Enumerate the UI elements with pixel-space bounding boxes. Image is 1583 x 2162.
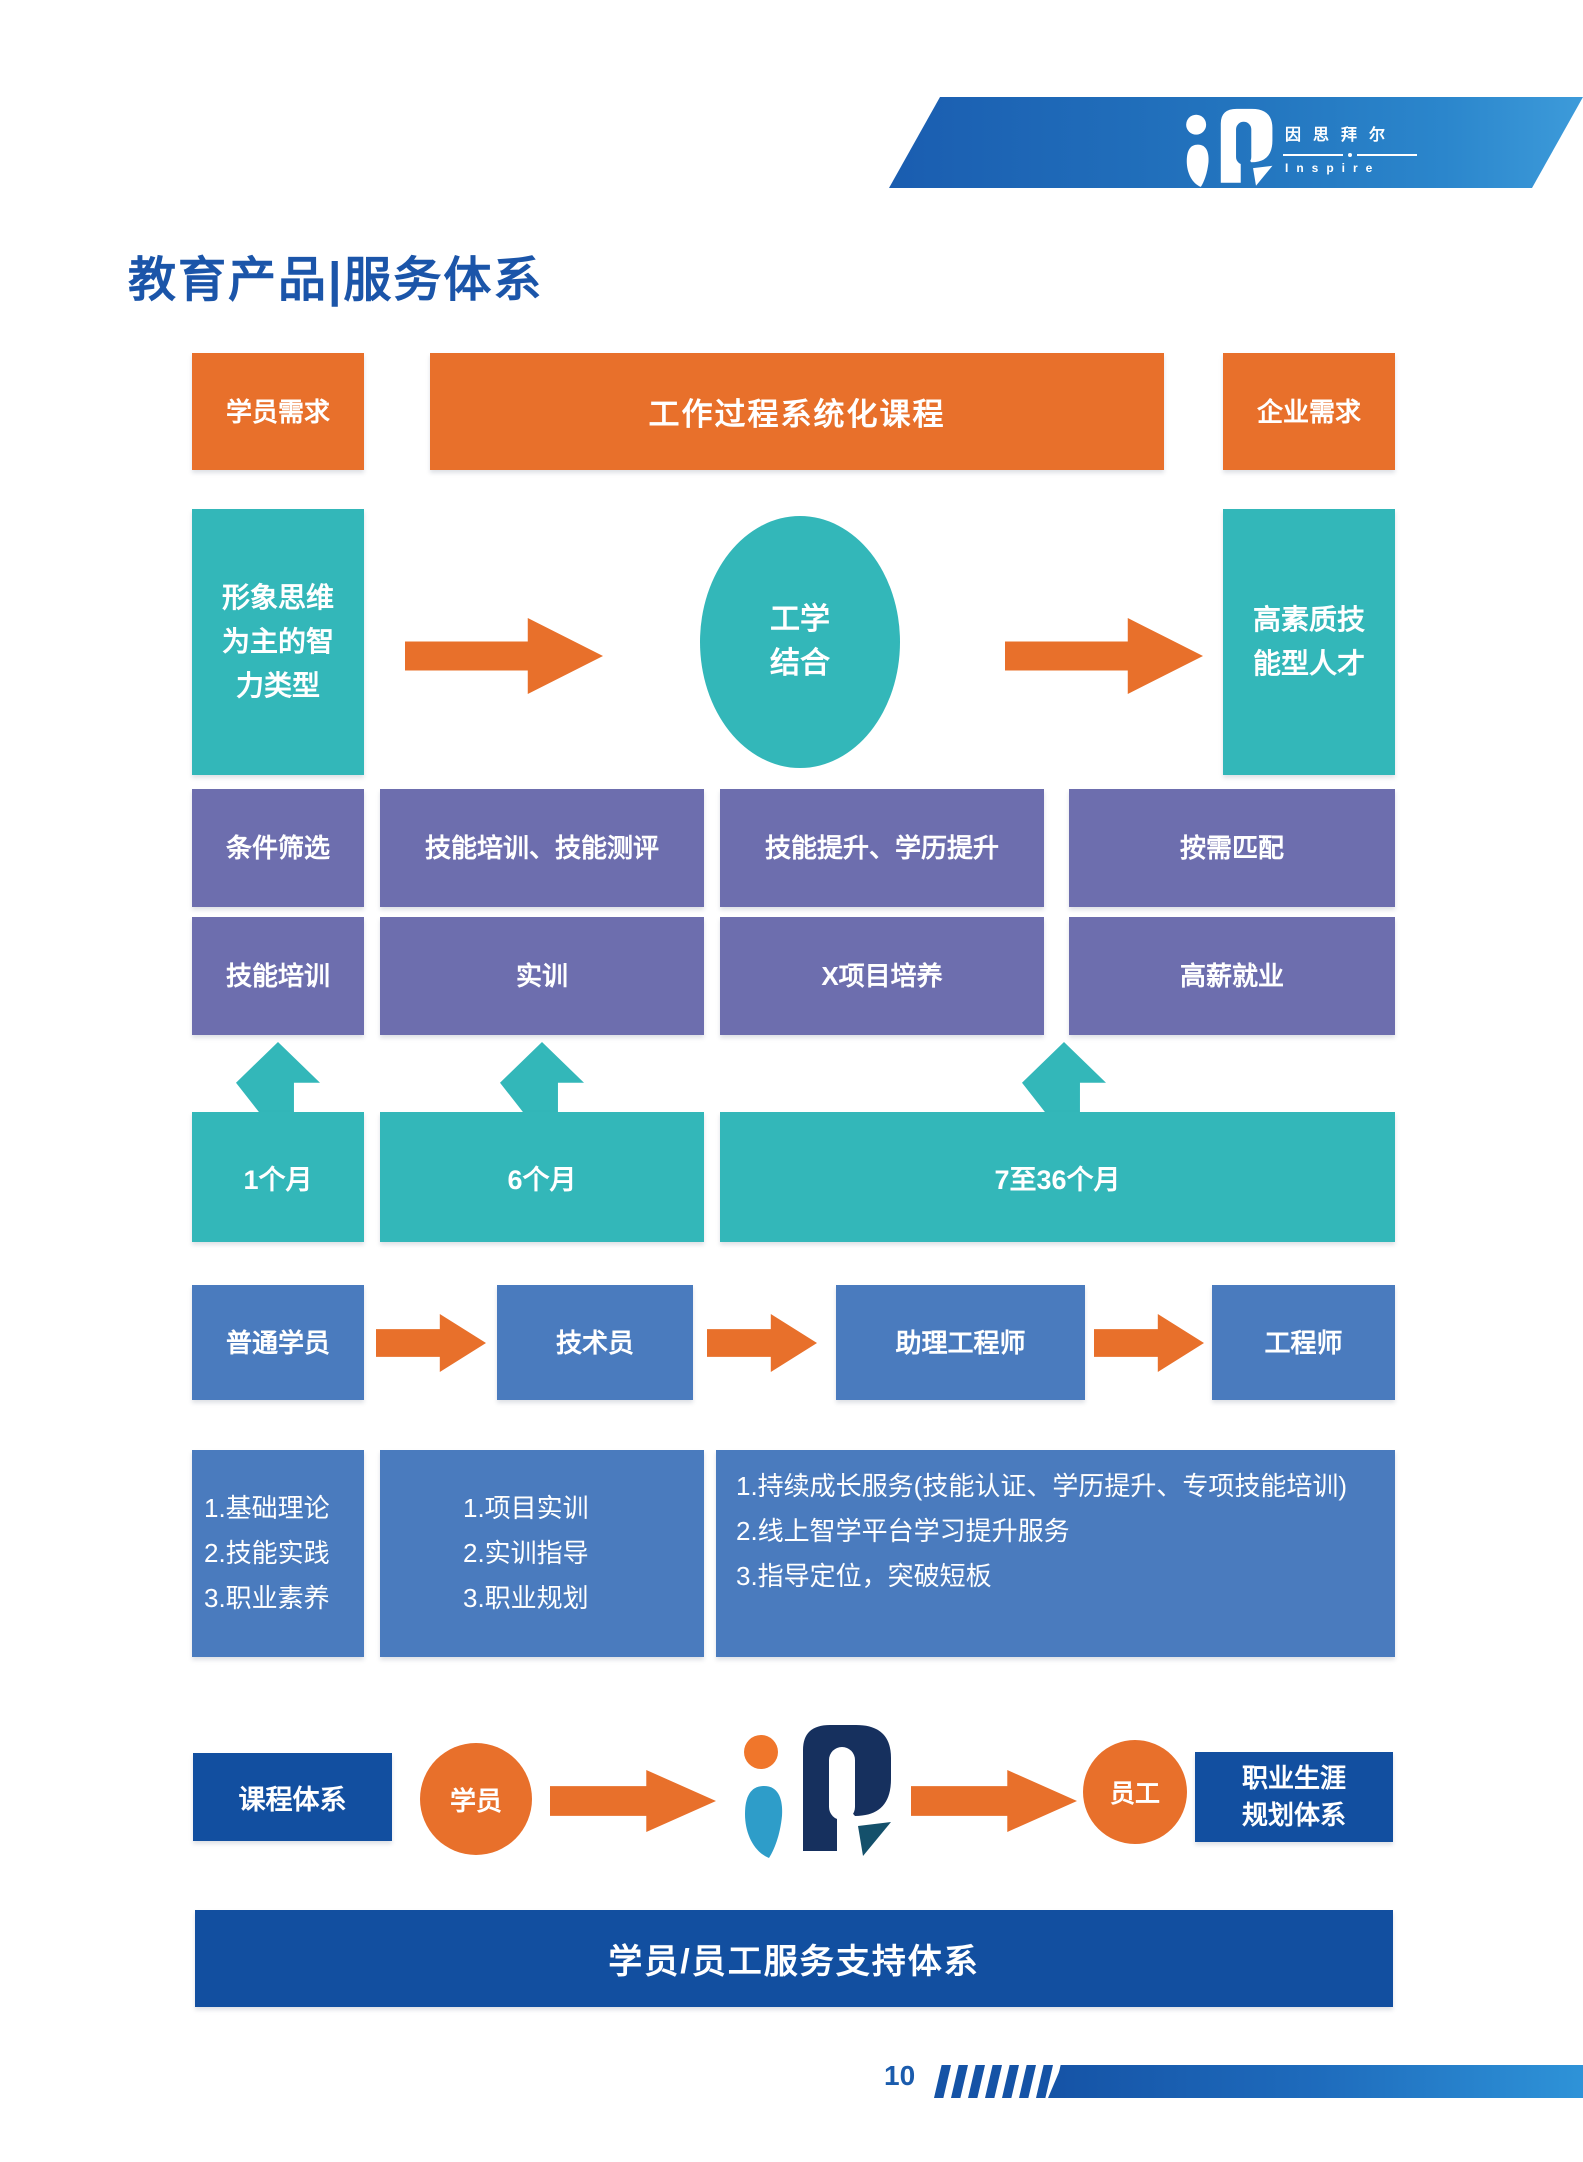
arrow-right-icon: [911, 1770, 1077, 1832]
page-title: 教育产品|服务体系: [128, 254, 544, 307]
list-item: 2.技能实践: [204, 1538, 330, 1568]
list-item: 3.指导定位，突破短板: [736, 1561, 992, 1591]
circle-employee: 员工: [1083, 1740, 1187, 1844]
box-demand-matching: 按需匹配: [1069, 789, 1395, 907]
inspire-logo-icon: [1185, 107, 1273, 187]
header-banner: 因思拜尔 Inspire: [889, 97, 1583, 188]
list-item: 1.基础理论: [204, 1493, 330, 1523]
box-ordinary-student: 普通学员: [192, 1285, 364, 1400]
list-item: 3.职业素养: [204, 1583, 330, 1613]
arrow-right-icon: [707, 1314, 817, 1372]
brand-divider: [1283, 153, 1417, 157]
arrow-up-icon: [500, 1042, 584, 1116]
list-item: 2.实训指导: [463, 1538, 589, 1568]
box-intelligence-type: 形象思维 为主的智 力类型: [192, 509, 364, 775]
arrow-up-icon: [1022, 1042, 1106, 1116]
page-number: 10: [884, 2060, 916, 2091]
arrow-right-icon: [1005, 618, 1203, 694]
box-enterprise-demand: 企业需求: [1223, 353, 1395, 470]
brand-name-en: Inspire: [1285, 161, 1381, 175]
box-skilled-talent: 高素质技 能型人才: [1223, 509, 1395, 775]
box-work-process-course: 工作过程系统化课程: [430, 353, 1164, 470]
footer-slashes-icon: [934, 2065, 1070, 2098]
box-duration-7to36months: 7至36个月: [720, 1112, 1395, 1242]
box-condition-screening: 条件筛选: [192, 789, 364, 907]
box-skill-degree-upgrade: 技能提升、学历提升: [720, 789, 1044, 907]
list-growth-services: 1.持续成长服务(技能认证、学历提升、专项技能培训) 2.线上智学平台学习提升服…: [716, 1450, 1395, 1657]
divider-dot-icon: [1348, 153, 1352, 157]
arrow-right-icon: [376, 1314, 486, 1372]
arrow-right-icon: [1094, 1314, 1204, 1372]
list-basic-curriculum: 1.基础理论 2.技能实践 3.职业素养: [192, 1450, 364, 1657]
box-duration-6months: 6个月: [380, 1112, 704, 1242]
arrow-right-icon: [405, 618, 603, 694]
list-item: 1.持续成长服务(技能认证、学历提升、专项技能培训): [736, 1471, 1348, 1501]
box-course-system: 课程体系: [193, 1753, 392, 1841]
list-item: 2.线上智学平台学习提升服务: [736, 1516, 1070, 1546]
brand-name-cn: 因思拜尔: [1285, 127, 1398, 144]
list-item: 1.项目实训: [463, 1493, 589, 1523]
support-bar: 学员/员工服务支持体系: [195, 1910, 1393, 2007]
box-technician: 技术员: [497, 1285, 693, 1400]
inspire-logo-icon: [744, 1725, 891, 1858]
footer-bar: [1048, 2065, 1583, 2098]
box-assistant-engineer: 助理工程师: [836, 1285, 1085, 1400]
box-duration-1month: 1个月: [192, 1112, 364, 1242]
circle-student: 学员: [420, 1743, 532, 1855]
box-skill-training: 技能培训: [192, 917, 364, 1035]
box-practical-training: 实训: [380, 917, 704, 1035]
circle-work-study: 工学 结合: [700, 516, 900, 768]
box-career-planning-system: 职业生涯 规划体系: [1195, 1752, 1393, 1842]
box-x-project: X项目培养: [720, 917, 1044, 1035]
arrow-right-icon: [550, 1770, 716, 1832]
box-high-salary-job: 高薪就业: [1069, 917, 1395, 1035]
box-student-demand: 学员需求: [192, 353, 364, 470]
list-item: 3.职业规划: [463, 1583, 589, 1613]
box-skill-training-assess: 技能培训、技能测评: [380, 789, 704, 907]
arrow-up-icon: [236, 1042, 320, 1116]
list-training-curriculum: 1.项目实训 2.实训指导 3.职业规划: [380, 1450, 704, 1657]
box-engineer: 工程师: [1212, 1285, 1395, 1400]
